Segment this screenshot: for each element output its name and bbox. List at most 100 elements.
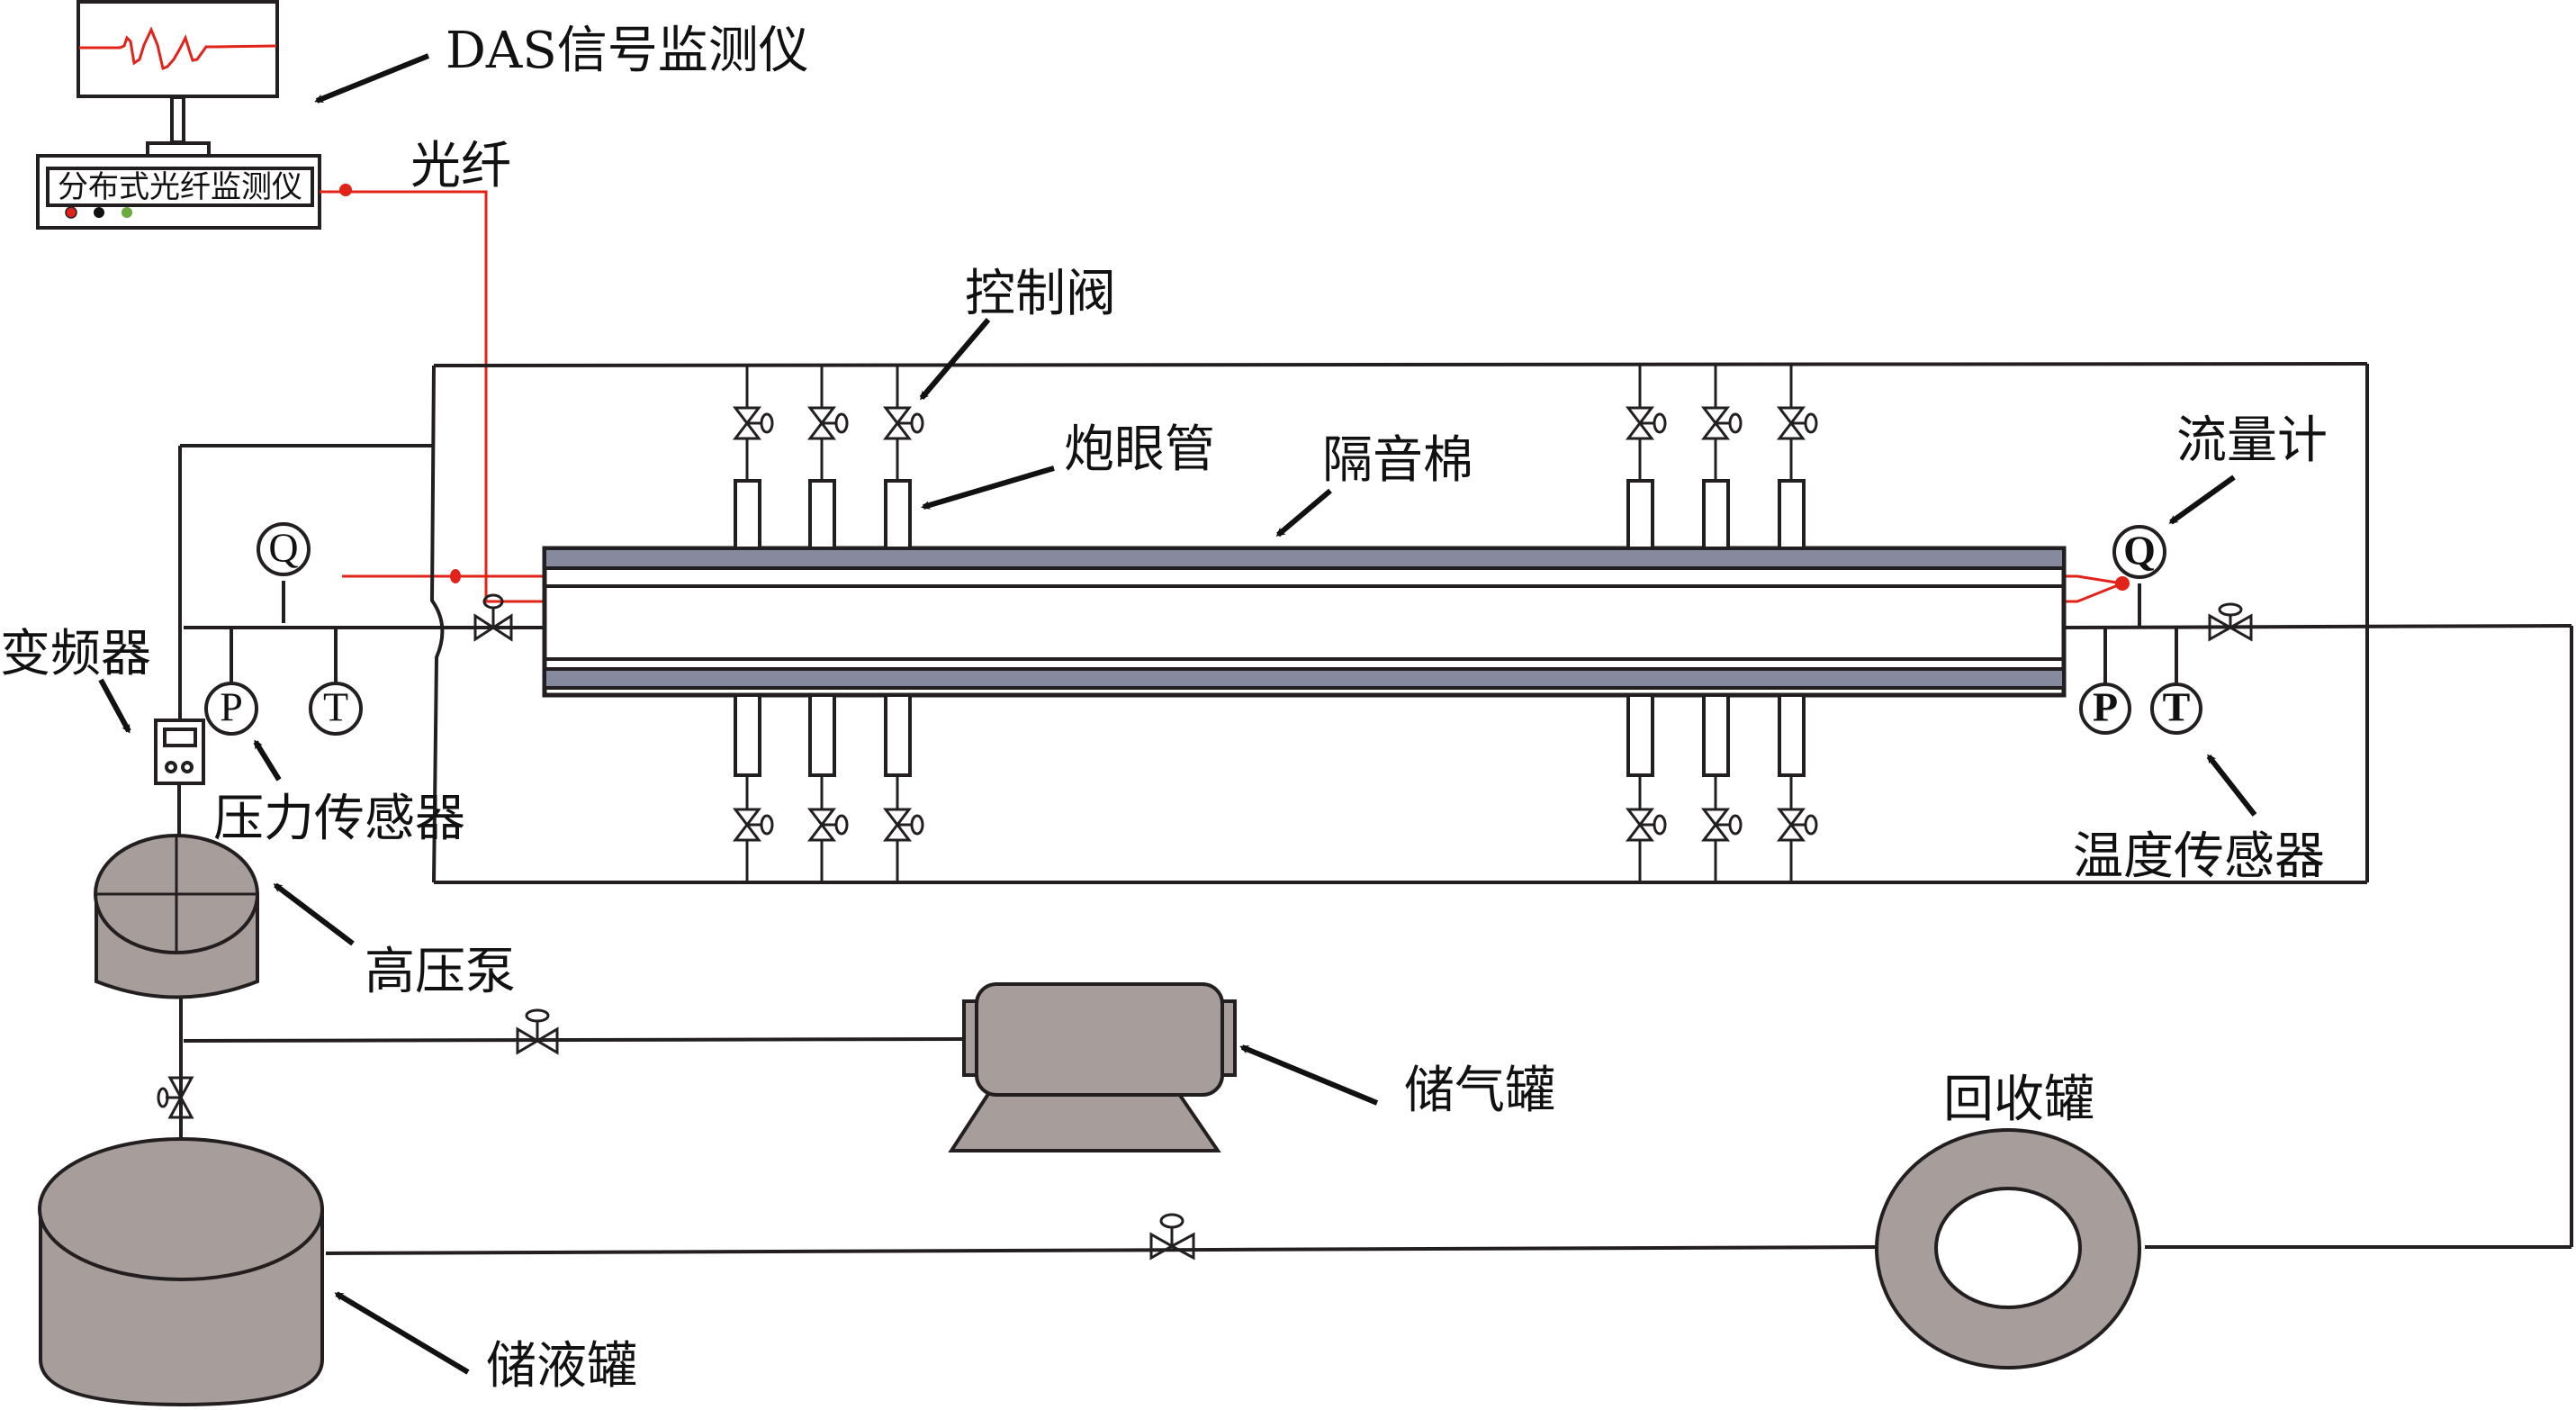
fiber-end-point (2115, 576, 2130, 591)
inverter (154, 719, 205, 836)
inlet-line: Q P T (184, 522, 545, 736)
perforation-column-bottom-left-2 (882, 693, 924, 882)
pump-supply-valve-icon (157, 1076, 194, 1119)
perforation-tube (734, 693, 761, 777)
label-high-pressure-pump: 高压泵 (365, 943, 516, 1001)
perforation-column-top-right-1 (1700, 366, 1743, 550)
perforation-tube (1778, 479, 1806, 550)
high-pressure-pump (94, 834, 259, 999)
perforation-column-bottom-left-1 (806, 693, 849, 882)
arrow-gas-tank (1239, 1044, 1379, 1106)
return-line-valve-icon (1149, 1213, 1195, 1261)
outlet-flow-meter-letter: Q (2123, 528, 2156, 574)
inlet-pressure-gauge: P (204, 682, 258, 736)
perforation-column-top-left-2 (882, 366, 924, 550)
inlet-flow-gauge-letter: Q (268, 525, 298, 571)
label-fiber: 光纤 (410, 137, 511, 195)
label-control-valve: 控制阀 (965, 265, 1116, 323)
control-valve-icon (806, 808, 849, 842)
fiber-marker (450, 569, 461, 583)
outlet-pressure-gauge-letter: P (2093, 684, 2118, 730)
perforation-column-bottom-right-2 (1776, 693, 1818, 882)
das-signal-monitor (77, 0, 279, 158)
perforation-tubes (732, 366, 1818, 882)
perforation-tube (884, 693, 912, 777)
control-valve-icon (732, 808, 774, 842)
recovery-tank (1875, 1128, 2571, 1369)
outlet-valve-icon (2208, 602, 2253, 642)
arrow-liquid-tank (334, 1291, 470, 1375)
arrow-pressure-sensor (253, 739, 282, 782)
arrow-control-valve (919, 318, 991, 401)
control-valve-icon (806, 406, 849, 440)
control-valve-icon (882, 808, 924, 842)
control-valve-icon (1776, 406, 1818, 440)
label-temperature-sensor: 温度传感器 (2073, 827, 2325, 886)
monitor-label-panel (46, 167, 314, 207)
inlet-temperature-gauge-letter: T (323, 684, 348, 730)
inlet-pressure-gauge-letter: P (220, 684, 243, 730)
perforation-column-top-left-1 (806, 366, 849, 550)
control-valve-icon (882, 406, 924, 440)
label-sound-insulation: 隔音棉 (1322, 431, 1473, 490)
control-valve-icon (1776, 808, 1818, 842)
outlet-temperature-gauge-letter: T (2163, 684, 2191, 730)
perforation-tube (808, 479, 836, 550)
perforation-tube (1778, 693, 1806, 777)
perforation-tube (1626, 693, 1654, 777)
gas-line-valve-icon (516, 1008, 559, 1055)
perforation-column-bottom-left-0 (732, 693, 774, 882)
perforation-tube (1702, 479, 1730, 550)
waveform-trace (79, 26, 277, 71)
sound-insulation-bottom (543, 667, 2066, 690)
label-recovery-tank: 回收罐 (1943, 1071, 2094, 1129)
arrow-inverter (98, 678, 131, 734)
label-inverter: 变频器 (0, 625, 151, 683)
indicator-light-black (94, 207, 104, 218)
control-valve-icon (732, 406, 774, 440)
perforation-column-bottom-right-0 (1625, 693, 1667, 882)
perforation-tube (734, 479, 761, 550)
perforation-tube (884, 479, 912, 550)
arrow-das-monitor (314, 53, 430, 104)
perforation-column-bottom-right-1 (1700, 693, 1743, 882)
pump-connections (157, 997, 966, 1148)
label-liquid-tank: 储液罐 (486, 1337, 637, 1396)
outlet-pressure-gauge: P (2079, 682, 2131, 735)
monitor-base (146, 141, 211, 158)
label-pressure-sensor: 压力传感器 (213, 790, 465, 848)
control-valve-icon (1625, 406, 1667, 440)
perforation-column-top-left-0 (732, 366, 774, 550)
annotations: DAS信号监测仪 光纤 控制阀 炮眼管 隔音棉 流量计 变频器 压力传感器 温度… (0, 22, 2328, 1396)
inlet-flow-gauge: Q (257, 522, 311, 576)
control-valve-icon (1700, 406, 1743, 440)
control-valve-icon (1700, 808, 1743, 842)
inlet-valve-icon (473, 593, 513, 642)
monitor-unit-label: 分布式光纤监测仪 (58, 169, 302, 205)
perforation-column-top-right-2 (1776, 366, 1818, 550)
indicator-light-green (122, 207, 132, 218)
inlet-temperature-gauge: T (309, 682, 363, 736)
test-pipe (542, 546, 2067, 698)
distributed-fiber-monitor: 分布式光纤监测仪 (36, 154, 321, 230)
monitor-stand (170, 95, 185, 144)
fiber-connector (339, 184, 352, 196)
sound-insulation-top (543, 547, 2066, 570)
optical-fiber (320, 184, 2130, 603)
control-valve-icon (1625, 808, 1667, 842)
perforation-tube (808, 693, 836, 777)
arrow-perforation-tube (921, 465, 1055, 510)
label-das-monitor: DAS信号监测仪 (446, 22, 809, 80)
outlet-flow-meter: Q (2112, 525, 2166, 579)
label-flow-meter: 流量计 (2176, 411, 2328, 470)
arrow-temperature-sensor (2206, 754, 2257, 817)
perforation-column-top-right-0 (1625, 366, 1667, 550)
outlet-line: Q P T (2063, 525, 2573, 1247)
gas-storage-tank (948, 982, 1237, 1152)
arrow-flow-meter (2168, 475, 2236, 525)
liquid-storage-tank (38, 1137, 1882, 1407)
arrow-high-pressure-pump (273, 882, 355, 946)
perforation-tube (1626, 479, 1654, 550)
outlet-temperature-gauge: T (2150, 682, 2202, 735)
